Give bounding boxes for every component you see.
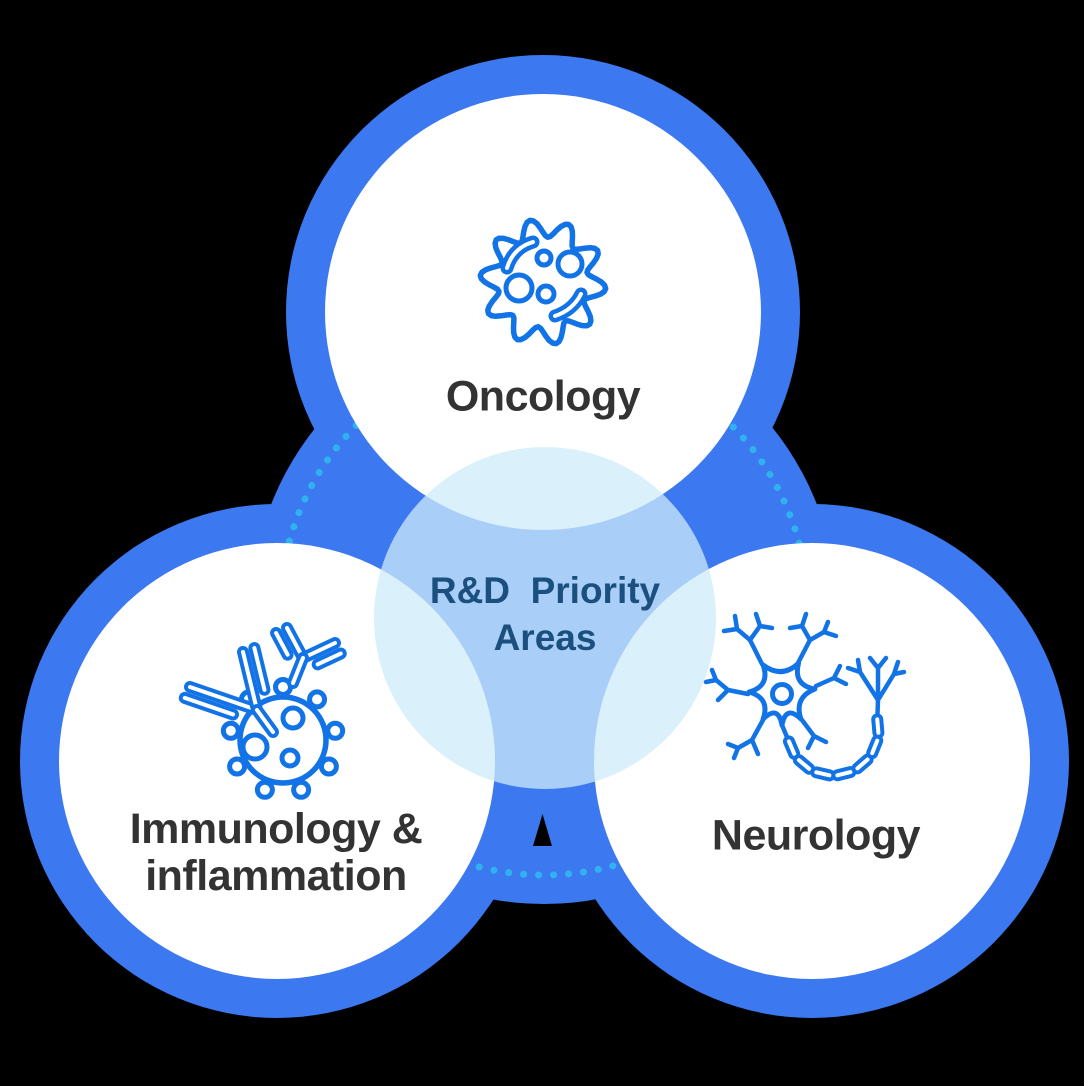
up-arrow-marker (533, 814, 552, 846)
cancer-cell-icon (477, 217, 609, 347)
center-overlap-circle (374, 447, 716, 789)
neuron-icon (703, 611, 907, 782)
virus-antibody-icon (178, 622, 347, 800)
